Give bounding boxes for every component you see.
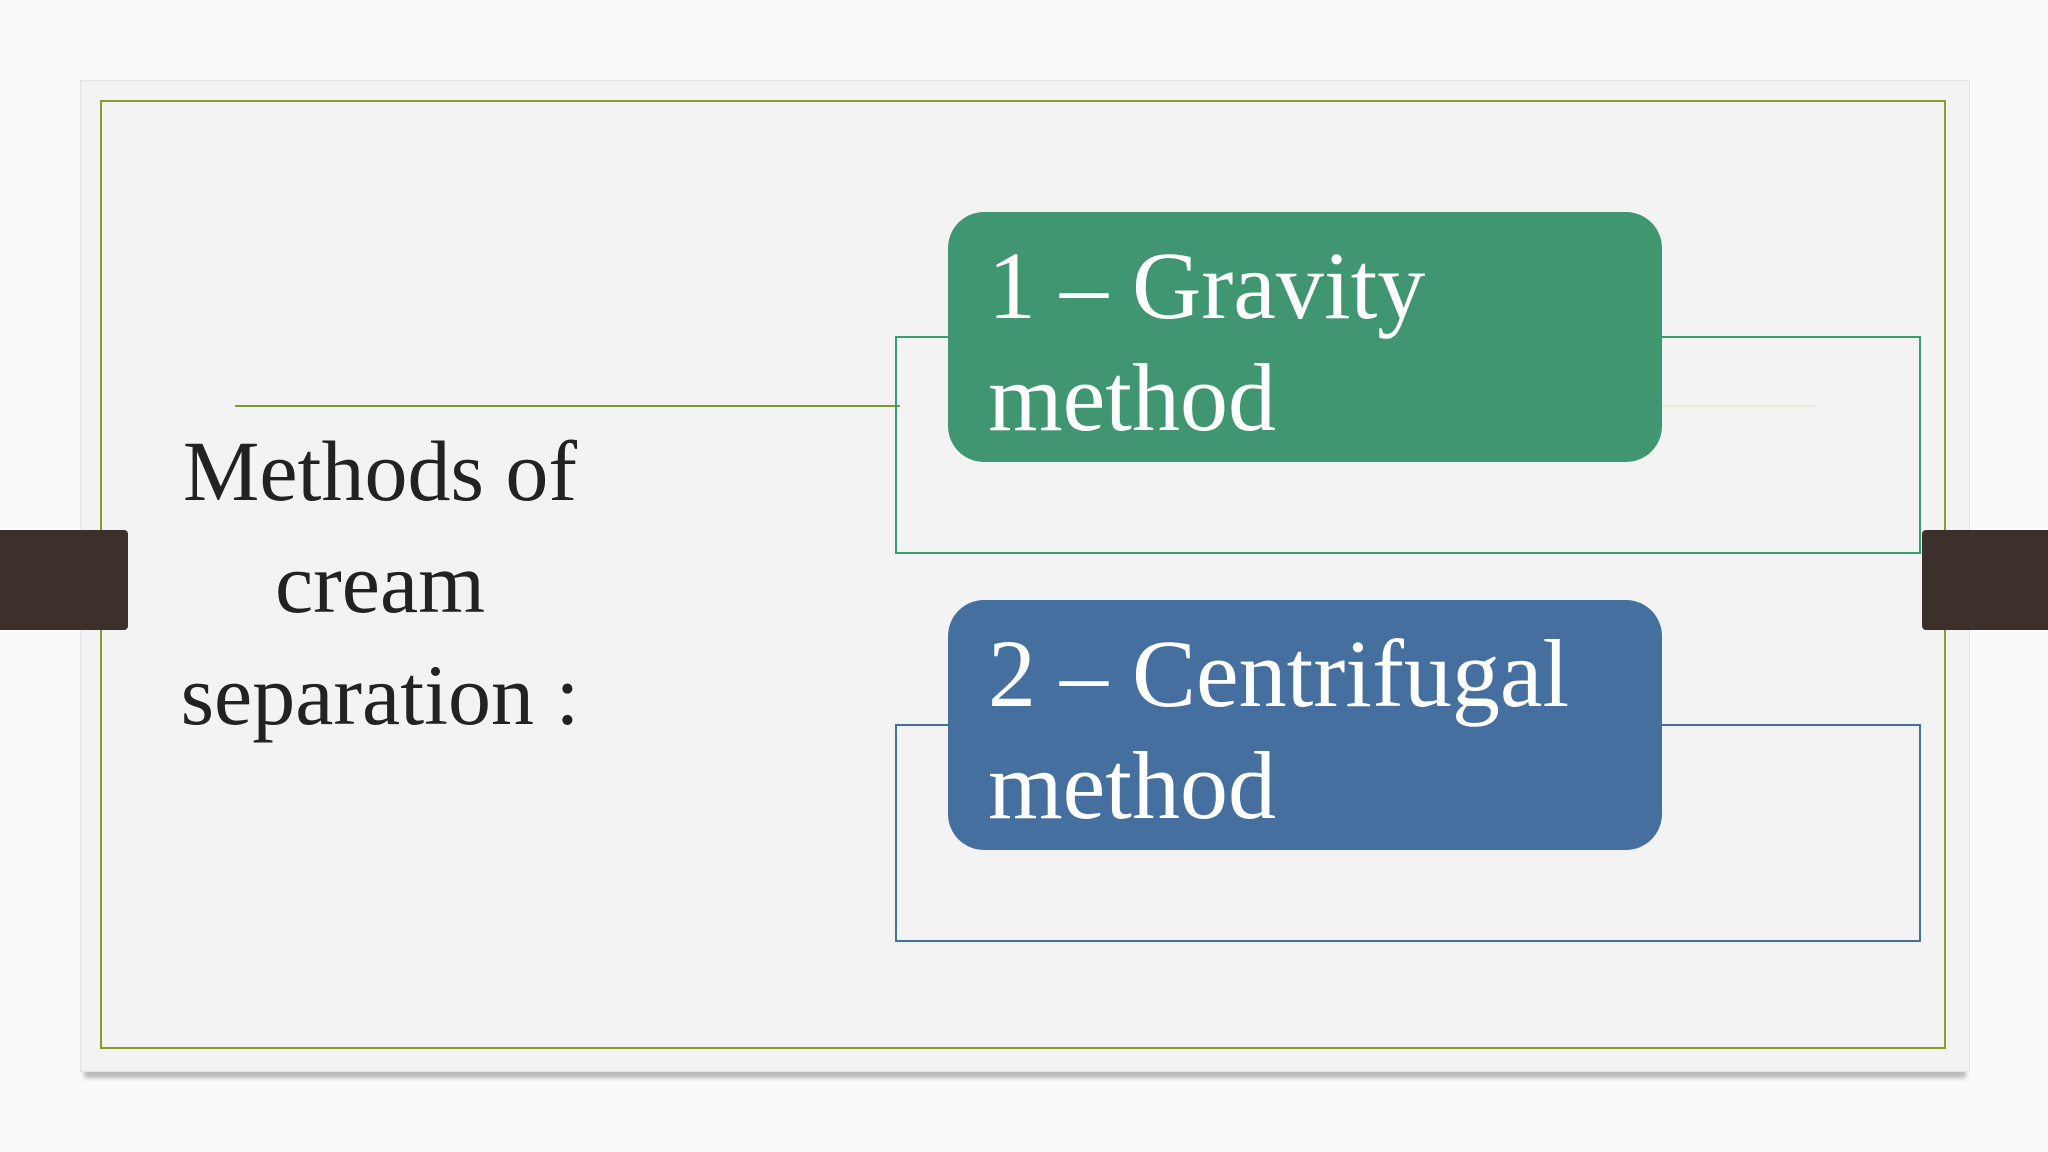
right-side-tab: [1922, 530, 2048, 630]
title-line-3: separation :: [180, 647, 580, 743]
title-connector-line: [235, 405, 900, 407]
gravity-method-label-line-1: 1 – Gravity: [988, 232, 1426, 339]
left-side-tab: [0, 530, 128, 630]
centrifugal-method-label-line-1: 2 – Centrifugal: [988, 620, 1570, 727]
faint-connector-line: [1660, 405, 1815, 407]
slide-title: Methods of cream separation :: [140, 415, 620, 751]
gravity-method-box[interactable]: 1 – Gravity method: [948, 212, 1662, 462]
centrifugal-method-label-line-2: method: [988, 732, 1276, 839]
title-line-2: cream: [274, 535, 486, 631]
centrifugal-method-box[interactable]: 2 – Centrifugal method: [948, 600, 1662, 850]
gravity-method-label-line-2: method: [988, 344, 1276, 451]
title-line-1: Methods of: [182, 423, 578, 519]
